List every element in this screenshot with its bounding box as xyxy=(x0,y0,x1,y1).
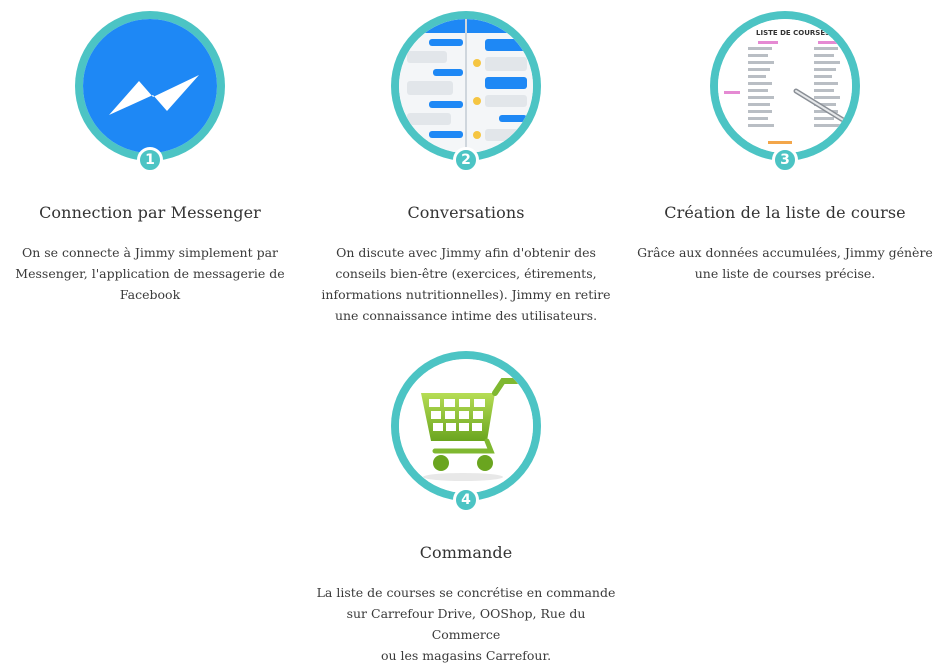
step-title: Commande xyxy=(419,543,513,562)
step-title: Création de la liste de course xyxy=(664,203,906,222)
step-2-circle: 2 xyxy=(391,11,541,173)
step-title: Connection par Messenger xyxy=(39,203,261,222)
step-number-badge: 4 xyxy=(453,487,479,513)
step-1-circle: 1 xyxy=(75,11,225,173)
step-3-circle: LISTE DE COURSES xyxy=(710,11,860,173)
shopping-list-image: LISTE DE COURSES xyxy=(718,19,852,153)
desc-line: sur Carrefour Drive, OOShop, Rue du Comm… xyxy=(346,606,586,642)
step-4: 4 Commande La liste de courses se concré… xyxy=(316,351,616,666)
desc-line: La liste de courses se concrétise en com… xyxy=(316,585,616,600)
desc-line: une connaissance intime des utilisateurs… xyxy=(334,308,598,323)
step-description: On discute avec Jimmy afin d'obtenir des… xyxy=(316,242,616,326)
desc-line: Grâce aux données accumulées, Jimmy génè… xyxy=(637,245,933,260)
step-3: LISTE DE COURSES xyxy=(635,11,935,284)
desc-line: On se connecte à Jimmy simplement par xyxy=(21,245,279,260)
step-number-badge: 2 xyxy=(453,147,479,173)
desc-line: une liste de courses précise. xyxy=(694,266,876,281)
desc-line: Messenger, l'application de messagerie d… xyxy=(15,266,285,281)
desc-line: informations nutritionnelles). Jimmy en … xyxy=(321,287,611,302)
messenger-icon xyxy=(83,19,217,153)
desc-line: conseils bien-être (exercices, étirement… xyxy=(335,266,597,281)
step-number-badge: 3 xyxy=(772,147,798,173)
desc-line: Facebook xyxy=(119,287,181,302)
shopping-cart-icon xyxy=(399,359,533,493)
step-description: On se connecte à Jimmy simplement par Me… xyxy=(0,242,300,305)
step-1: 1 Connection par Messenger On se connect… xyxy=(0,11,300,305)
step-2: 2 Conversations On discute avec Jimmy af… xyxy=(316,11,616,326)
chat-screens-image xyxy=(399,19,533,153)
step-4-circle: 4 xyxy=(391,351,541,513)
step-number-badge: 1 xyxy=(137,147,163,173)
step-title: Conversations xyxy=(407,203,525,222)
step-description: La liste de courses se concrétise en com… xyxy=(316,582,616,666)
desc-line: ou les magasins Carrefour. xyxy=(380,648,552,663)
desc-line: On discute avec Jimmy afin d'obtenir des xyxy=(336,245,596,260)
list-image-title: LISTE DE COURSES xyxy=(756,29,830,37)
step-description: Grâce aux données accumulées, Jimmy génè… xyxy=(635,242,935,284)
